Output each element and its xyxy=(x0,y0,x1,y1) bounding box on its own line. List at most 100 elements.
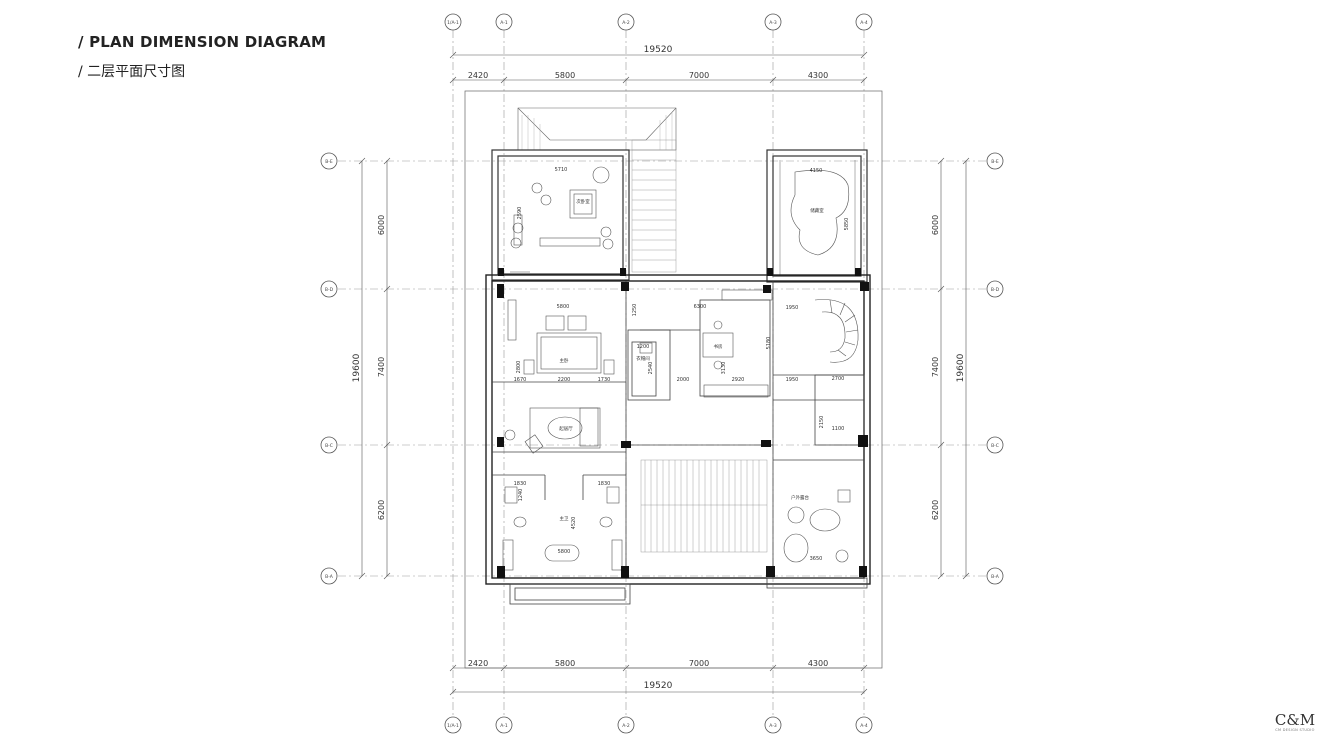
ne-wing-walls xyxy=(766,149,868,283)
row-label-right-3: B-A xyxy=(991,574,1000,580)
title-english: / PLAN DIMENSION DIAGRAM xyxy=(78,33,327,51)
se-room-furniture xyxy=(783,489,851,563)
row-label-left-1: B-D xyxy=(325,287,334,293)
site-boundary xyxy=(464,90,883,669)
room-label-storage: 储藏室 xyxy=(810,207,824,214)
dim-total-bottom: 19520 xyxy=(644,681,673,691)
room-dim-19: 1830 xyxy=(514,481,527,487)
dim-seg-left-2: 6200 xyxy=(377,500,386,520)
col-label-top-3: A-3 xyxy=(769,20,777,26)
dim-seg-top-1: 5800 xyxy=(555,71,575,80)
dim-seg-right-1: 7400 xyxy=(931,357,940,377)
room-dim-8: 2540 xyxy=(648,362,654,375)
room-dim-0: 5710 xyxy=(555,167,568,173)
room-dim-20: 1830 xyxy=(598,481,611,487)
room-dim-16: 2700 xyxy=(832,376,845,382)
col-label-top-2: A-2 xyxy=(622,20,630,26)
stair-hatching xyxy=(640,459,768,553)
room-dim-17: 1100 xyxy=(832,426,845,432)
col-label-bottom-4: A-4 xyxy=(860,723,868,729)
row-label-right-1: B-D xyxy=(991,287,1000,293)
row-label-right-2: B-C xyxy=(991,443,999,449)
room-dim-27: 1250 xyxy=(632,304,638,317)
room-dim-12: 5180 xyxy=(766,337,772,350)
dimension-lines-right xyxy=(937,157,970,580)
col-label-bottom-0: 1/A-1 xyxy=(447,723,459,729)
room-dim-11: 3130 xyxy=(721,362,727,375)
grid-bubbles-right xyxy=(986,152,1004,585)
logo-mark: C&M xyxy=(1274,711,1316,729)
room-dim-3: 2200 xyxy=(558,377,571,383)
room-dim-7: 1200 xyxy=(637,344,650,350)
dimension-lines-top xyxy=(449,51,868,84)
room-dim-5: 1670 xyxy=(514,377,527,383)
col-label-bottom-2: A-2 xyxy=(622,723,630,729)
dim-seg-bottom-1: 5800 xyxy=(555,659,575,668)
dim-total-left: 19600 xyxy=(352,353,362,382)
spiral-stair xyxy=(814,299,859,363)
room-label-master-bath: 主卫 xyxy=(560,515,569,522)
dim-seg-bottom-2: 7000 xyxy=(689,659,709,668)
brand-logo: C&M CM DESIGN STUDIO xyxy=(1272,712,1318,732)
logo-subtext: CM DESIGN STUDIO xyxy=(1275,728,1315,732)
col-label-top-0: 1/A-1 xyxy=(447,20,459,26)
room-dim-21: 1240 xyxy=(518,489,524,502)
room-dim-10: 2920 xyxy=(732,377,745,383)
room-dim-18: 2150 xyxy=(819,416,825,429)
room-dim-22: 4520 xyxy=(571,517,577,530)
grid-bubbles-top xyxy=(444,13,873,31)
room-dim-6: 2800 xyxy=(516,361,522,374)
ne-wing-details xyxy=(779,160,856,275)
grid-axes-vertical xyxy=(452,30,865,716)
room-dim-9: 2000 xyxy=(677,377,690,383)
dim-seg-left-1: 7400 xyxy=(377,357,386,377)
structural-columns xyxy=(497,268,869,578)
room-dim-13: 6300 xyxy=(694,304,707,310)
row-label-left-2: B-C xyxy=(325,443,333,449)
grid-bubbles-left xyxy=(320,152,338,585)
dim-seg-top-2: 7000 xyxy=(689,71,709,80)
roof-hatching xyxy=(521,112,673,150)
nw-wing-walls xyxy=(491,149,630,281)
dim-seg-right-0: 6000 xyxy=(931,215,940,235)
row-label-left-0: B-E xyxy=(325,159,333,165)
room-label-wardrobe: 衣帽间 xyxy=(636,355,650,362)
col-label-top-1: A-1 xyxy=(500,20,508,26)
main-walls xyxy=(485,274,871,585)
dim-seg-bottom-3: 4300 xyxy=(808,659,828,668)
col-label-bottom-3: A-3 xyxy=(769,723,777,729)
row-label-right-0: B-E xyxy=(991,159,999,165)
col-label-top-4: A-4 xyxy=(860,20,868,26)
room-label-study: 书房 xyxy=(714,343,723,350)
room-dim-23: 5800 xyxy=(558,549,571,555)
nw-wing-furniture xyxy=(510,166,614,273)
roof-strip xyxy=(631,139,677,273)
interior-partitions xyxy=(492,281,865,578)
dim-seg-top-0: 2420 xyxy=(468,71,488,80)
room-label-living: 起居厅 xyxy=(559,426,573,432)
dimension-lines-left xyxy=(358,157,391,580)
dim-total-top: 19520 xyxy=(644,45,673,55)
room-dim-4: 1730 xyxy=(598,377,611,383)
row-label-left-3: B-A xyxy=(325,574,334,580)
south-balcony xyxy=(509,577,868,605)
dim-seg-bottom-0: 2420 xyxy=(468,659,488,668)
room-dim-14: 1950 xyxy=(786,305,799,311)
room-dim-24: 4150 xyxy=(810,168,823,174)
title-chinese: / 二层平面尺寸图 xyxy=(78,64,186,80)
master-bath-fixtures xyxy=(502,486,623,571)
dim-seg-left-0: 6000 xyxy=(377,215,386,235)
room-dim-25: 5850 xyxy=(844,218,850,231)
study-furniture xyxy=(639,289,773,398)
room-dim-26: 3650 xyxy=(810,556,823,562)
room-dim-2: 5800 xyxy=(557,304,570,310)
master-bedroom-furniture xyxy=(504,299,615,454)
room-dim-1: 2590 xyxy=(517,207,523,220)
room-dim-15: 1950 xyxy=(786,377,799,383)
grid-bubbles-bottom xyxy=(444,716,873,734)
room-label-terrace: 户外露台 xyxy=(791,494,809,501)
ne-pool xyxy=(790,169,850,256)
roof-hip xyxy=(517,107,677,151)
dim-seg-right-2: 6200 xyxy=(931,500,940,520)
